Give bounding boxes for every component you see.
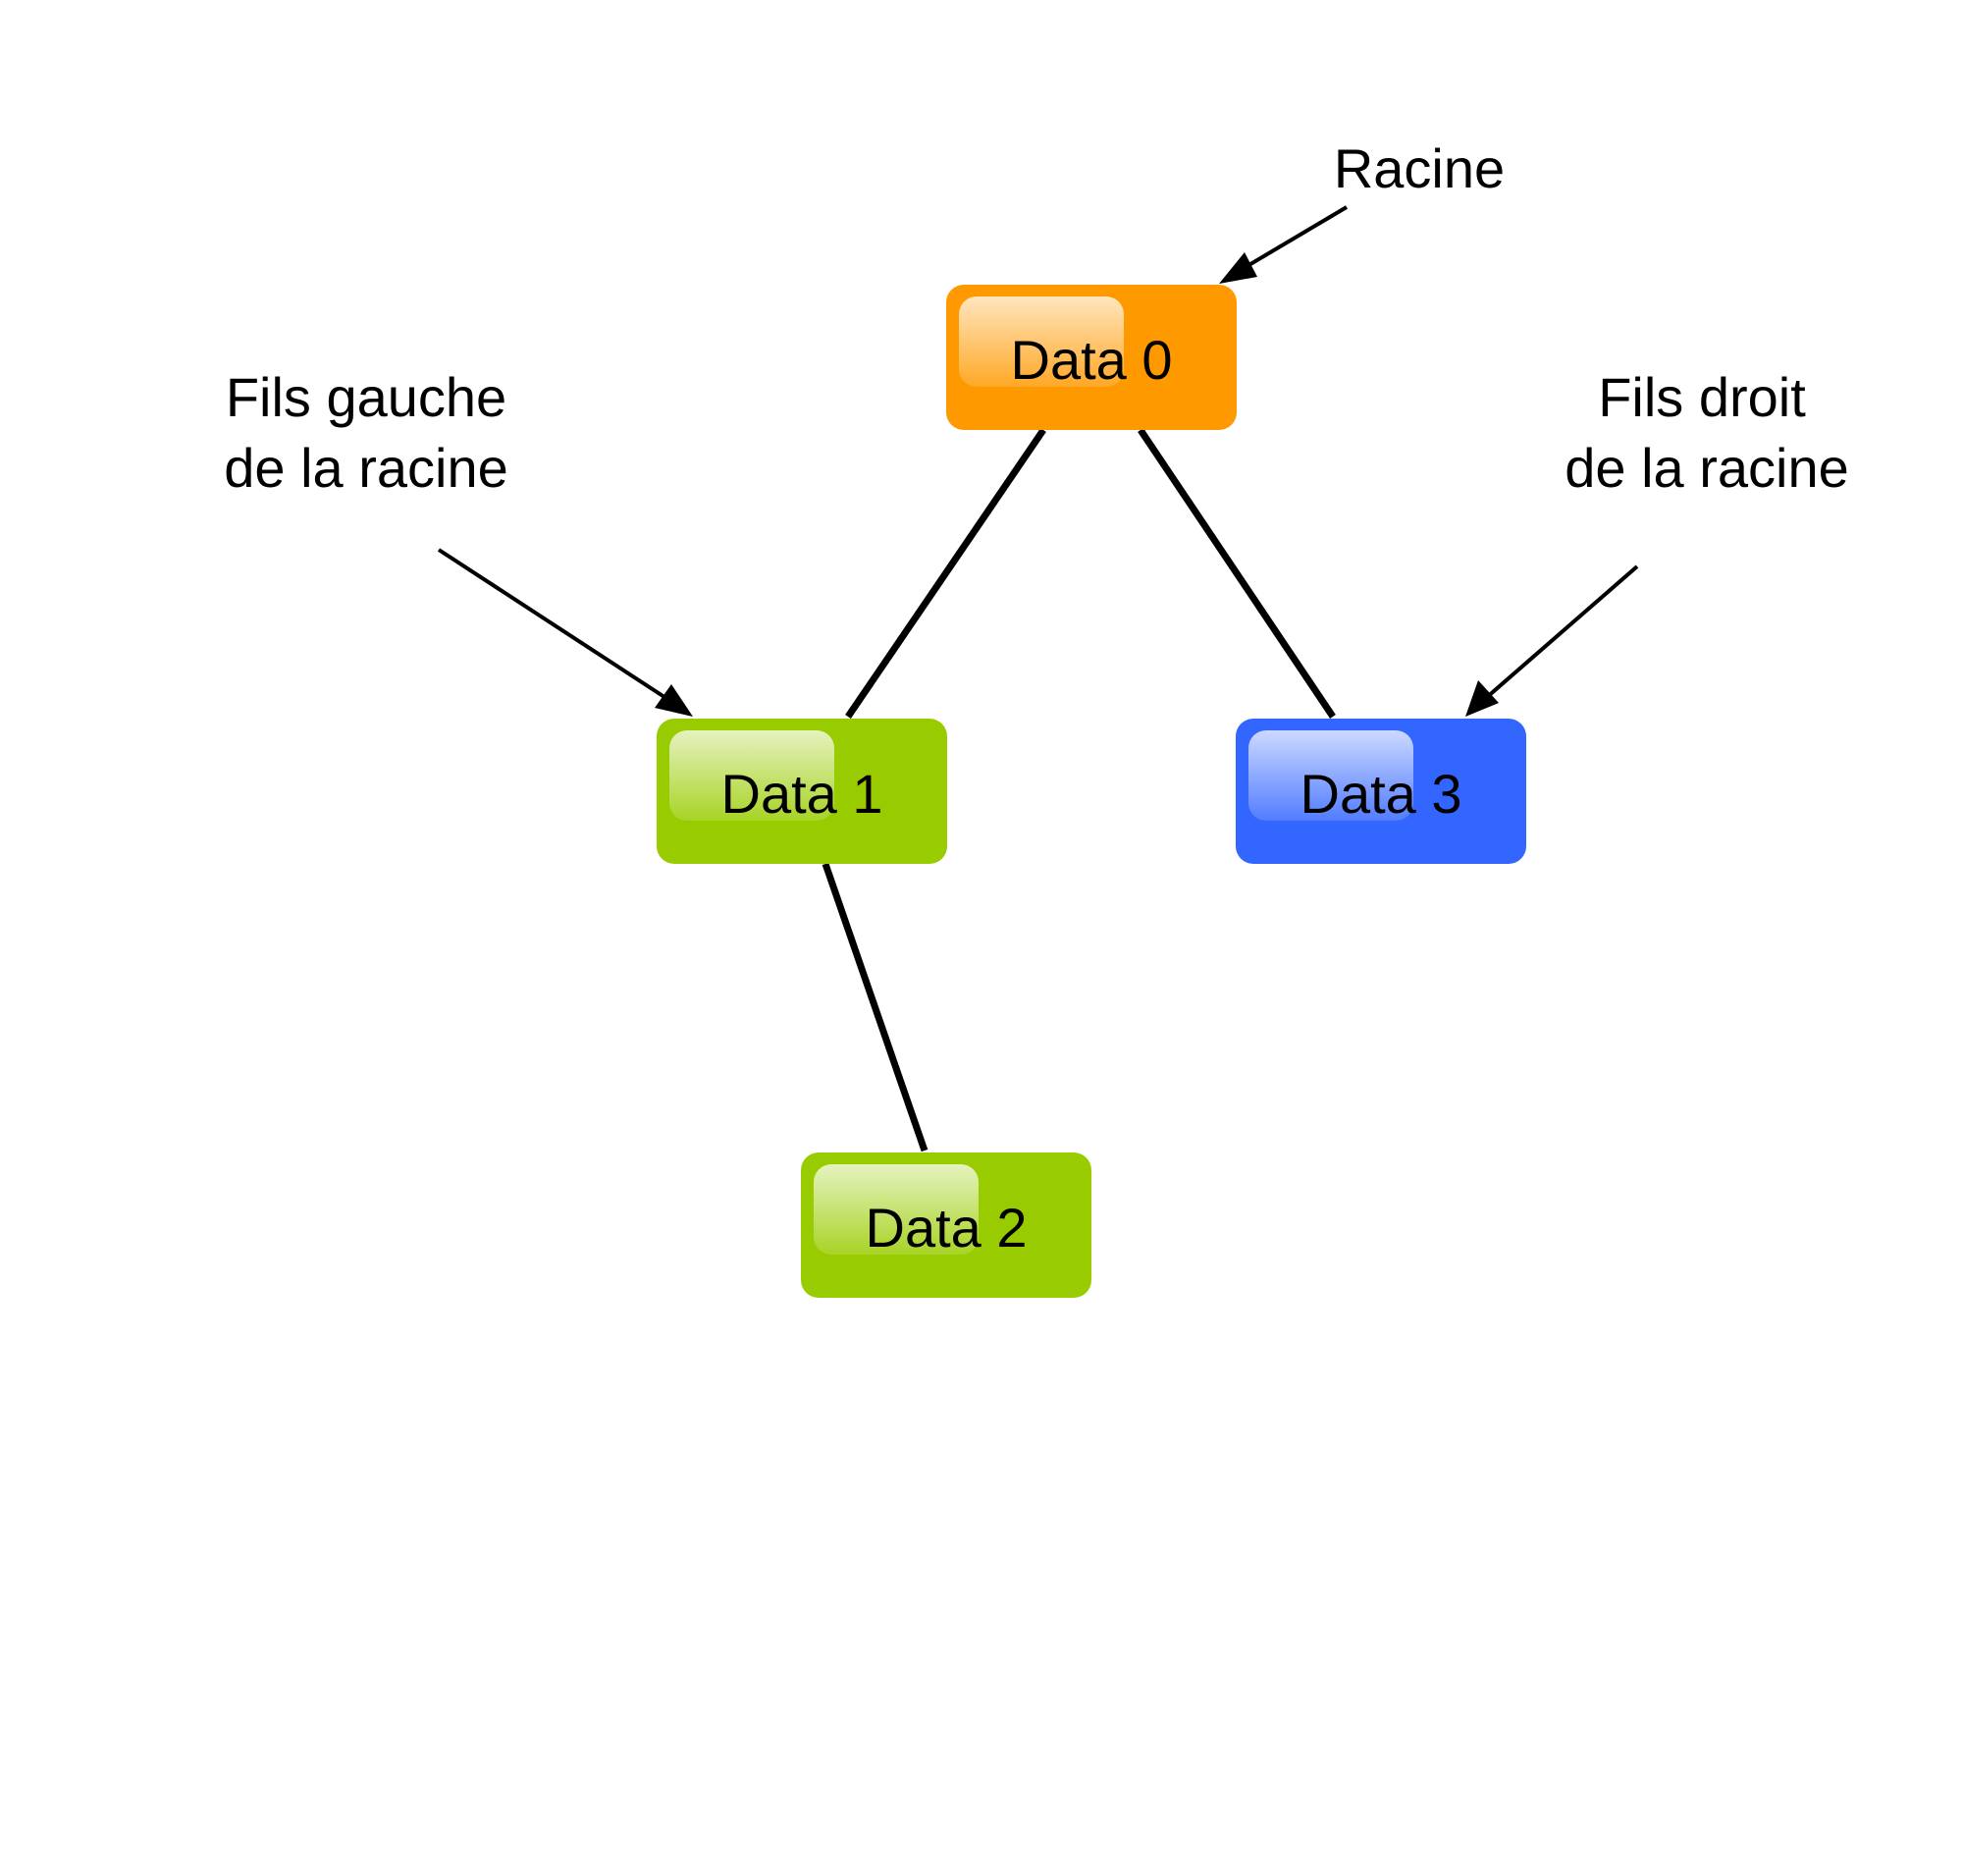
- arrow-root-pointer: [1219, 205, 1349, 284]
- node-data1[interactable]: Data 1: [657, 719, 947, 864]
- node-label: Data 3: [1300, 763, 1462, 825]
- node-data2[interactable]: Data 2: [801, 1152, 1091, 1298]
- arrow-right-child-pointer: [1465, 564, 1639, 717]
- edge-data1-data2: [822, 862, 928, 1152]
- edge-data0-data3: [1138, 428, 1336, 719]
- node-gloss: [814, 1164, 979, 1255]
- node-gloss: [669, 730, 834, 821]
- node-label: Data 2: [866, 1197, 1028, 1259]
- node-gloss: [1248, 730, 1413, 821]
- node-gloss: [959, 296, 1124, 387]
- node-label: Data 1: [721, 763, 883, 825]
- right-child-annotation-line1: Fils droit: [1598, 366, 1806, 428]
- edge-data0-data1: [845, 428, 1046, 719]
- node-data0[interactable]: Data 0: [946, 285, 1237, 430]
- left-child-annotation-line1: Fils gauche: [226, 366, 506, 428]
- node-label: Data 0: [1011, 329, 1173, 391]
- root-annotation: Racine: [1334, 137, 1505, 199]
- arrow-left-child-pointer: [437, 548, 693, 717]
- right-child-annotation-line2: de la racine: [1565, 437, 1849, 499]
- node-data3[interactable]: Data 3: [1236, 719, 1526, 864]
- left-child-annotation-line2: de la racine: [224, 437, 508, 499]
